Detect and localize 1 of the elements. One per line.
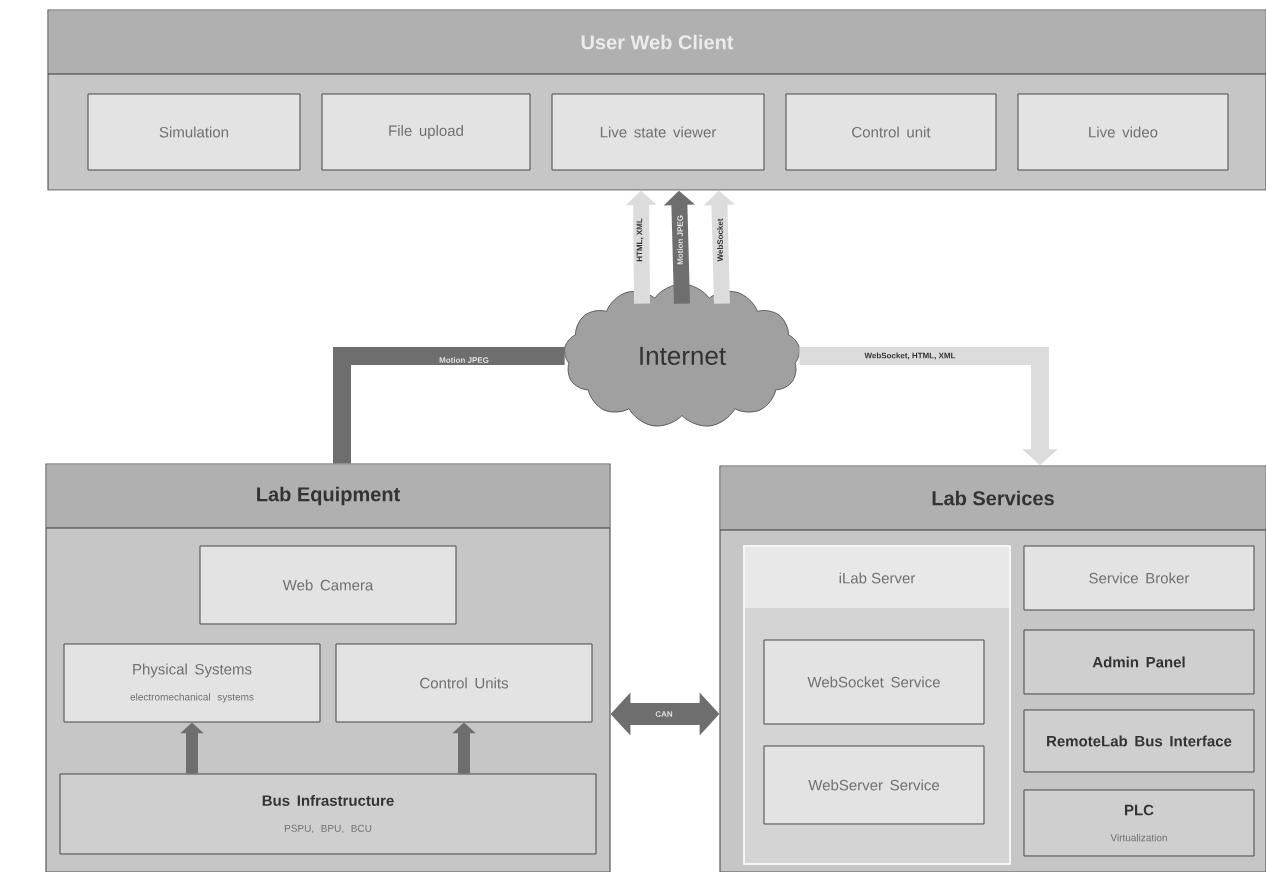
internet-cloud: Internet [564, 283, 800, 427]
